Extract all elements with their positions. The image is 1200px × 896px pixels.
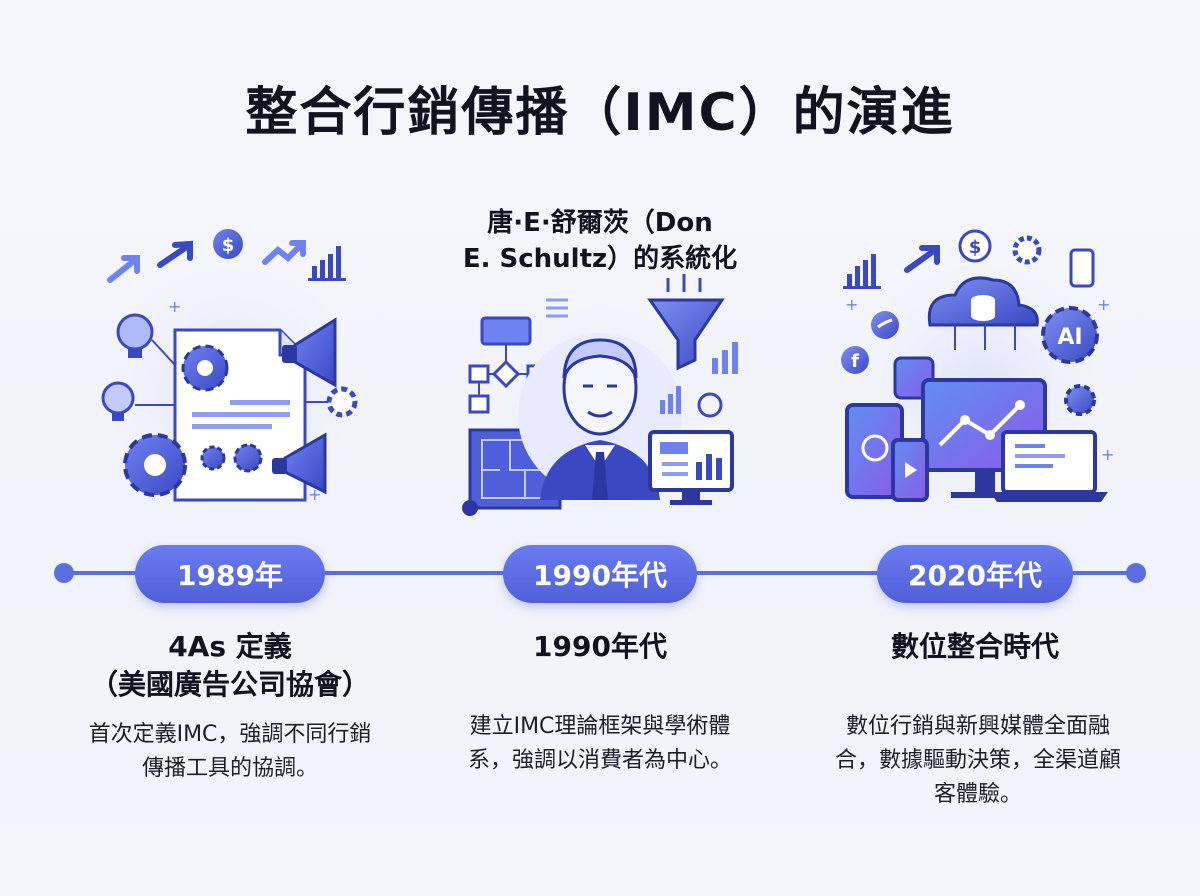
bar-chart-icon	[843, 254, 881, 289]
milestone-heading-1989: 4As 定義 （美國廣告公司協會）	[70, 628, 390, 704]
heading-line-2: （美國廣告公司協會）	[89, 668, 370, 701]
monitor-icon	[648, 430, 734, 505]
phone-icon	[1069, 248, 1095, 288]
funnel-icon	[647, 274, 725, 371]
facebook-icon: f	[841, 346, 869, 374]
twitter-icon	[871, 311, 899, 339]
svg-text:$: $	[222, 235, 235, 256]
illustration-1990s	[450, 200, 750, 530]
timeline-start-dot	[54, 563, 74, 583]
column-2-top-heading: 唐·E·舒爾茨（Don E. Schultz）的系統化	[430, 205, 770, 277]
svg-text:+: +	[1097, 295, 1110, 314]
illustration-1989: $	[80, 200, 380, 530]
dollar-icon: $	[213, 229, 243, 259]
svg-text:+: +	[308, 485, 321, 504]
page-title: 整合行銷傳播（IMC）的演進	[245, 83, 955, 143]
year-pill-1990s: 1990年代	[503, 545, 697, 603]
gear-icon	[1012, 235, 1042, 265]
laptop-icon	[990, 430, 1108, 502]
gear-icon	[123, 344, 358, 497]
ai-label: AI	[1057, 325, 1082, 350]
portrait-icon	[518, 333, 682, 500]
illustration-2020s: $ f AI	[825, 200, 1125, 530]
lightbulb-icon	[101, 313, 154, 421]
timeline-end-dot	[1126, 563, 1146, 583]
svg-text:+: +	[845, 295, 858, 314]
bar-chart-icon	[308, 246, 346, 281]
trend-arrow-icon	[107, 240, 306, 283]
milestone-description-1989: 首次定義IMC，強調不同行銷傳播工具的協調。	[88, 722, 372, 781]
heading-line-1: 4As 定義	[168, 630, 292, 663]
svg-text:$: $	[969, 237, 982, 258]
milestone-description-1990s: 建立IMC理論框架與學術體系，強調以消費者為中心。	[467, 714, 732, 773]
svg-text:+: +	[168, 297, 181, 316]
trend-arrow-icon	[904, 245, 940, 273]
milestone-description-2020s: 數位行銷與新興媒體全面融合，數據驅動決策，全渠道顧客體驗。	[834, 714, 1121, 807]
top-heading-line-2: E. Schultz）的系統化	[462, 244, 738, 274]
top-heading-line-1: 唐·E·舒爾茨（Don	[487, 208, 713, 238]
milestone-heading-2020s: 數位整合時代	[890, 630, 1059, 663]
year-pill-1989: 1989年	[135, 545, 325, 603]
bar-chart-icon	[660, 342, 738, 418]
ai-gear-icon: AI	[1041, 306, 1099, 416]
svg-text:f: f	[851, 351, 859, 372]
year-pill-2020s: 2020年代	[877, 545, 1073, 603]
phone-icon	[891, 438, 929, 502]
dollar-icon: $	[958, 229, 992, 263]
svg-text:+: +	[1101, 445, 1114, 464]
cloud-database-icon	[927, 276, 1039, 327]
megaphone-icon	[272, 317, 337, 495]
milestone-heading-1990s: 1990年代	[533, 630, 667, 663]
